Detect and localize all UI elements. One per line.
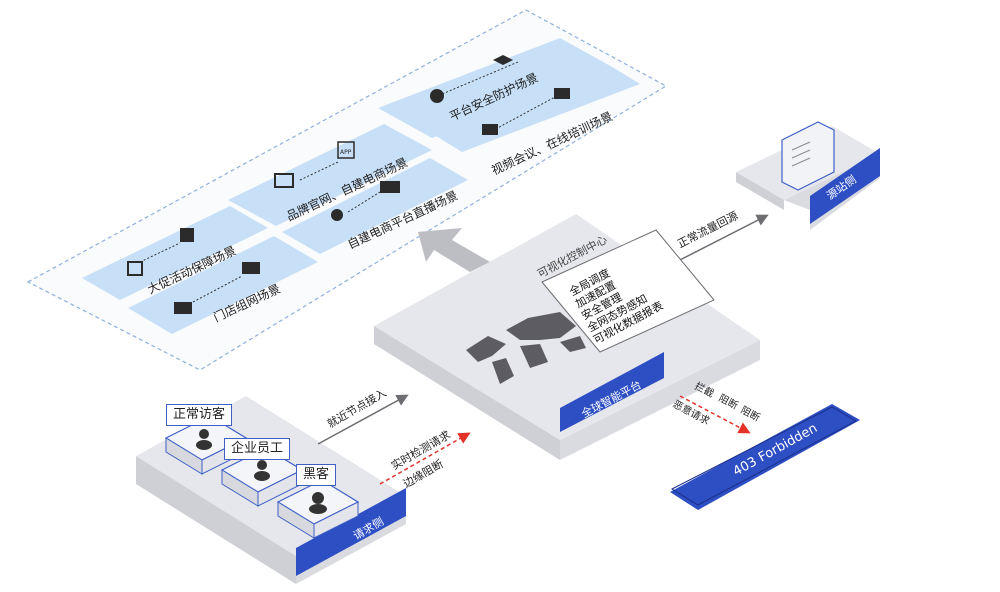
origin-flow: 正常流量回源 bbox=[675, 208, 769, 263]
feature-box: 全局调度 加速配置 安全管理 全网态势感知 可视化数据报表 bbox=[541, 229, 715, 353]
store-icon bbox=[174, 302, 192, 314]
store-icon-2 bbox=[242, 262, 260, 274]
visitor-employee-label: 企业员工 bbox=[224, 438, 291, 460]
visitor-normal-label: 正常访客 bbox=[166, 404, 233, 426]
hacker-icon bbox=[493, 55, 513, 65]
access-label: 就近节点接入 bbox=[325, 385, 389, 430]
video-icon bbox=[482, 124, 498, 135]
block-label-2: 恶意请求 bbox=[671, 397, 712, 427]
origin-slab: 源站侧 bbox=[736, 121, 880, 230]
detect-flow: 实时检测请求 边缘阻断 bbox=[379, 427, 471, 491]
block-label-1c: 阻断 bbox=[739, 403, 763, 424]
microphone-icon bbox=[331, 209, 343, 221]
origin-flow-label: 正常流量回源 bbox=[675, 208, 740, 250]
audience-icon bbox=[380, 181, 400, 193]
watch-icon bbox=[180, 228, 194, 242]
request-slab: 请求侧 bbox=[136, 396, 406, 584]
shopping-bag-icon bbox=[127, 261, 143, 276]
screen-icon bbox=[554, 88, 570, 99]
visitor-hacker-label: 黑客 bbox=[296, 464, 337, 486]
shield-icon bbox=[430, 89, 444, 103]
hacker-icon-2 bbox=[312, 492, 324, 504]
world-map-icon bbox=[466, 312, 586, 384]
block-label-1b: 阻断 bbox=[717, 391, 741, 412]
employee-icon bbox=[257, 460, 267, 470]
monitor-icon bbox=[274, 173, 294, 188]
app-icon-text: APP bbox=[340, 149, 352, 156]
app-icon bbox=[337, 141, 355, 159]
user-icon bbox=[199, 429, 209, 439]
platform-slab: 全球智能平台 可视化控制中心 全局调度 加速配置 安全管理 全网态势感知 可视化… bbox=[374, 214, 760, 460]
visitor-hacker bbox=[276, 479, 360, 539]
server-icon bbox=[781, 121, 835, 191]
upgrade-arrow bbox=[418, 228, 490, 272]
access-flow: 就近节点接入 bbox=[317, 385, 409, 445]
